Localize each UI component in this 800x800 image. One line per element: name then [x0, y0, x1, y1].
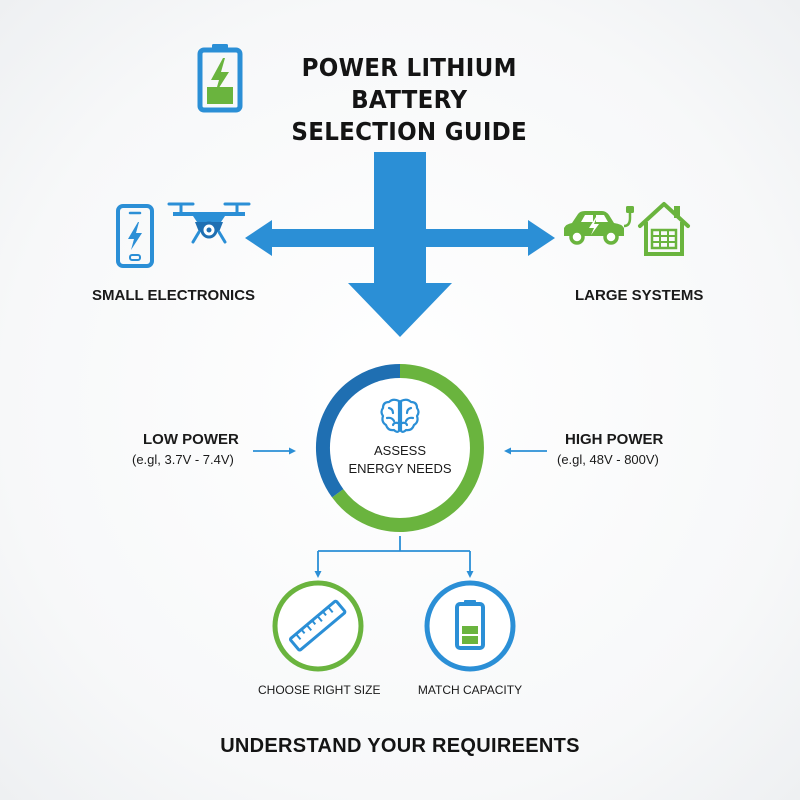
- assess-line-2: ENERGY NEEDS: [348, 461, 452, 476]
- low-power-range: (e.gl, 3.7V - 7.4V): [132, 452, 234, 467]
- high-power-range: (e.gl, 48V - 800V): [557, 452, 659, 467]
- page-title: POWER LITHIUM BATTERY SELECTION GUIDE: [262, 52, 556, 148]
- battery-level-icon: [424, 580, 516, 672]
- electric-car-icon: [564, 206, 634, 245]
- category-large-systems: LARGE SYSTEMS: [575, 287, 704, 304]
- drone-icon: [167, 202, 251, 244]
- ruler-icon: [272, 580, 364, 672]
- assess-energy-label: ASSESS ENERGY NEEDS: [330, 442, 470, 478]
- category-small-electronics: SMALL ELECTRONICS: [92, 287, 256, 304]
- low-power-title: LOW POWER: [143, 431, 239, 448]
- assess-ring: [315, 364, 484, 532]
- solar-house-icon: [638, 202, 690, 256]
- high-power-title: HIGH POWER: [565, 431, 664, 448]
- ring-green-segment: [332, 364, 484, 532]
- phone-icon: [116, 204, 154, 268]
- footer-heading: UNDERSTAND YOUR REQUIREENTS: [220, 735, 580, 757]
- match-capacity-label: MATCH CAPACITY: [417, 683, 523, 697]
- ring-blue-segment: [315, 364, 401, 498]
- down-arrow: [348, 152, 452, 337]
- battery-icon: [197, 44, 243, 113]
- title-line-1: POWER LITHIUM BATTERY: [301, 53, 517, 114]
- flow-arrows: [245, 152, 555, 337]
- title-line-2: SELECTION GUIDE: [291, 117, 528, 146]
- brain-icon: [380, 398, 420, 433]
- choose-right-size-label: CHOOSE RIGHT SIZE: [258, 683, 381, 697]
- assess-line-1: ASSESS: [373, 443, 427, 458]
